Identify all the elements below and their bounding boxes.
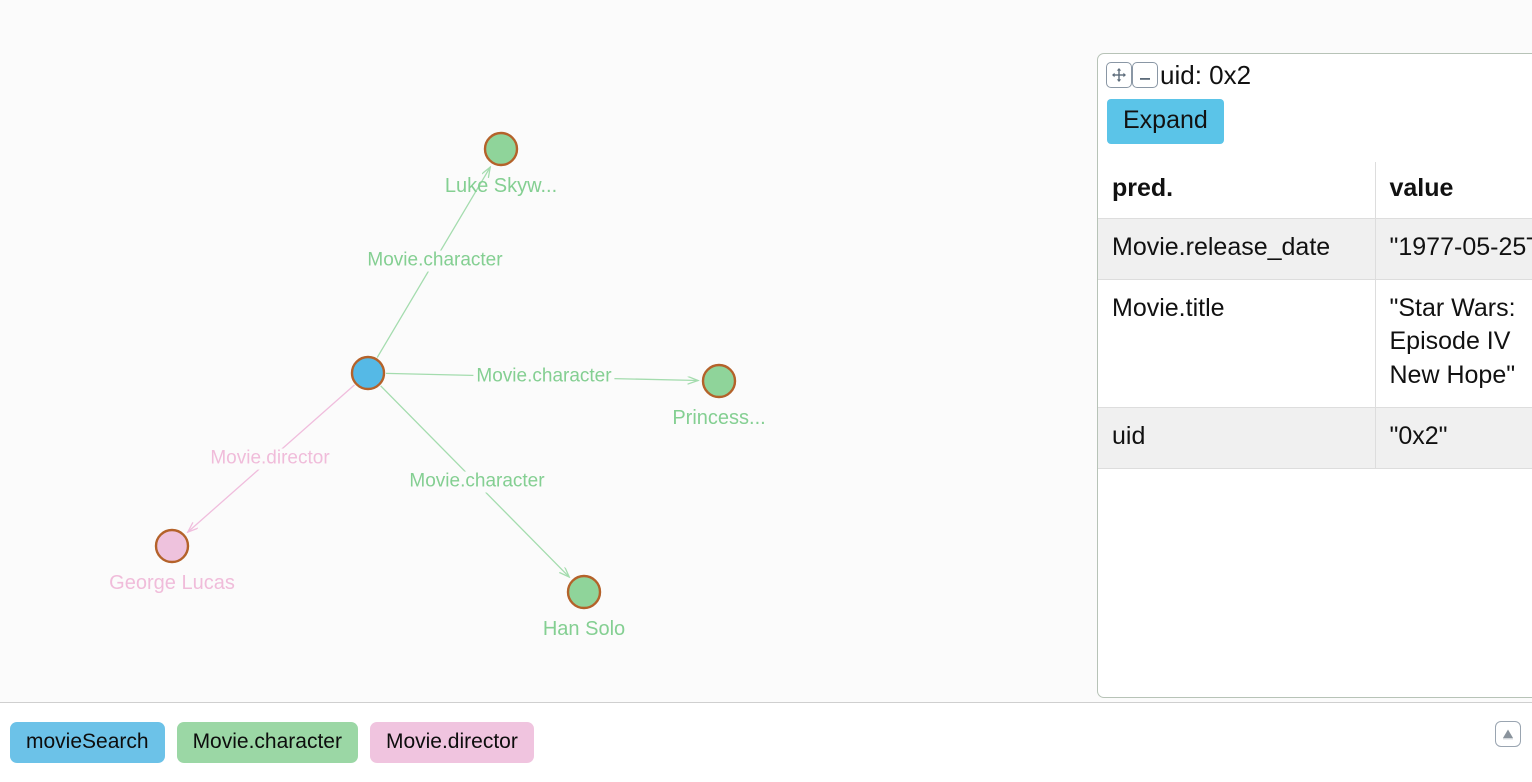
cell-pred: Movie.title [1098,278,1376,408]
legend-chip[interactable]: Movie.director [369,722,534,763]
table-row: Movie.title"Star Wars: Episode IV New Ho… [1098,278,1532,408]
graph-node[interactable] [350,355,386,391]
cell-value: "Star Wars: Episode IV New Hope" [1375,278,1532,408]
graph-node[interactable] [154,528,190,564]
graph-node[interactable] [483,131,519,167]
expand-button[interactable]: Expand [1107,99,1224,144]
table-header-row: pred. value [1098,162,1532,219]
node-label: George Lucas [109,572,235,594]
minimize-icon[interactable] [1132,62,1158,88]
properties-panel: uid: 0x2 Expand pred. value Movie.releas… [1097,53,1532,698]
edge-label: Movie.character [364,250,506,272]
legend-chip[interactable]: Movie.character [176,722,358,763]
nodes-layer [154,131,737,610]
column-header-value: value [1375,162,1532,219]
column-header-pred: pred. [1098,162,1376,219]
legend-bar: movieSearch Movie.character Movie.director [0,703,1532,782]
cell-value: "0x2" [1375,406,1532,469]
table-row: Movie.release_date"1977-05-25T00:00:0 [1098,217,1532,280]
cell-pred: uid [1098,406,1376,469]
properties-table: pred. value Movie.release_date"1977-05-2… [1098,162,1532,469]
cell-pred: Movie.release_date [1098,217,1376,280]
panel-header: uid: 0x2 [1098,54,1532,88]
node-label: Han Solo [542,618,626,640]
node-label: Luke Skyw... [444,175,558,197]
properties-table-body: Movie.release_date"1977-05-25T00:00:0Mov… [1098,217,1532,469]
edges-layer [188,167,698,577]
edge-label: Movie.director [207,448,333,470]
graph-node[interactable] [701,363,737,399]
edge-label: Movie.character [473,366,615,388]
move-icon[interactable] [1106,62,1132,88]
triangle-up-icon [1503,729,1513,740]
graph-svg [154,131,737,610]
cell-value: "1977-05-25T00:00:0 [1375,217,1532,280]
node-label: Princess... [672,407,766,429]
panel-title: uid: 0x2 [1160,60,1252,90]
edge-label: Movie.character [406,471,548,493]
table-row: uid"0x2" [1098,406,1532,469]
move-icon-glyph [1112,68,1126,82]
minimize-icon-glyph [1140,78,1150,80]
graph-node[interactable] [566,574,602,610]
scroll-to-top-button[interactable] [1495,721,1521,747]
legend-chip[interactable]: movieSearch [10,722,165,763]
